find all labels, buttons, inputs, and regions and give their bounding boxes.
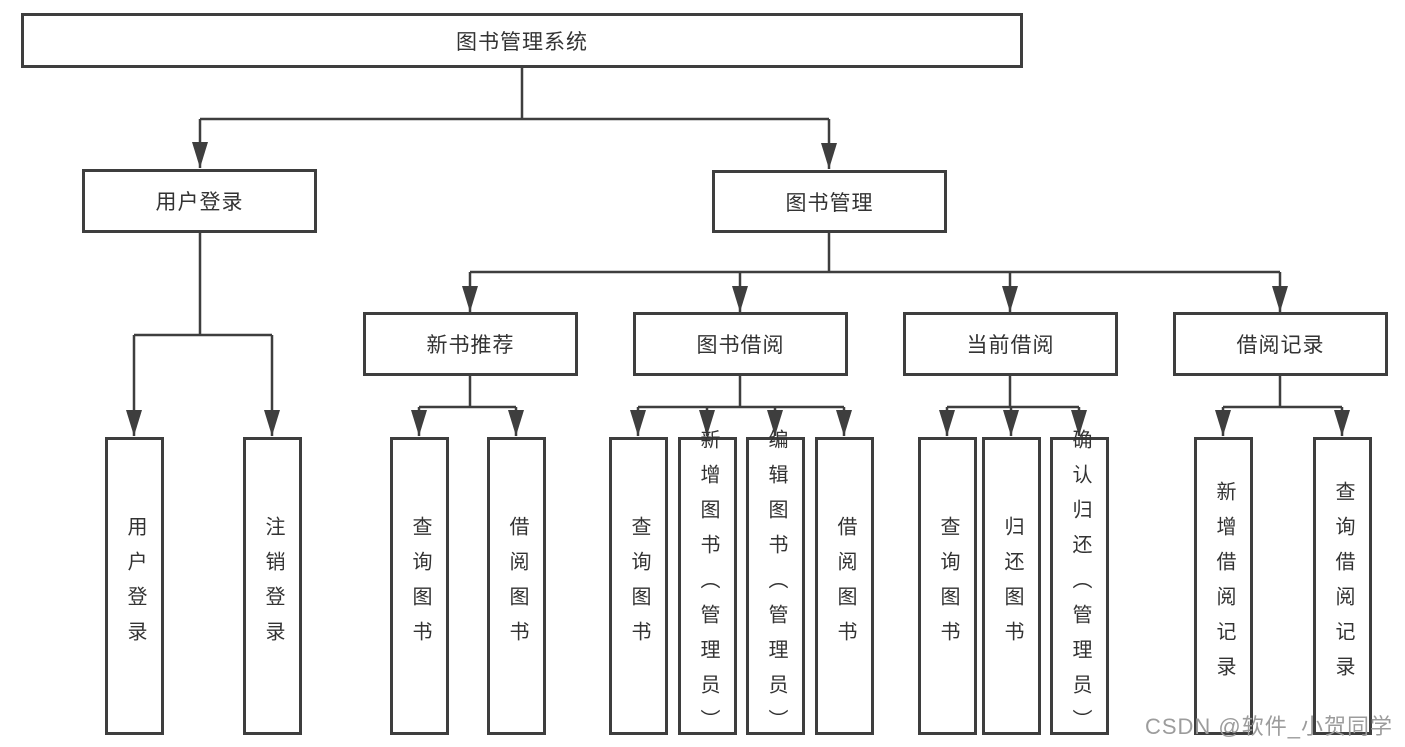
leaf-borrow-books-recommend: 借阅图书 [487,437,546,735]
node-book-borrow: 图书借阅 [633,312,848,376]
leaf-logout: 注销登录 [243,437,302,735]
csdn-watermark: CSDN @软件_小贺同学 [1144,714,1393,739]
leaf-add-borrow-record: 新增借阅记录 [1194,437,1253,735]
leaf-user-login: 用户登录 [105,437,164,735]
node-current-borrow: 当前借阅 [903,312,1118,376]
node-user-login: 用户登录 [82,169,317,233]
node-borrow-records: 借阅记录 [1173,312,1388,376]
node-book-management: 图书管理 [712,170,947,233]
leaf-query-books-current: 查询图书 [918,437,977,735]
leaf-edit-book-admin: 编辑图书（管理员） [746,429,805,744]
leaf-borrow-books-label: 借阅图书 [834,516,856,656]
leaf-return-book: 归还图书 [982,437,1041,735]
leaf-borrow-books: 借阅图书 [815,437,874,735]
leaf-query-borrow-record-label: 查询借阅记录 [1332,481,1354,691]
leaf-confirm-return-admin: 确认归还（管理员） [1050,429,1109,744]
leaf-confirm-return-admin-label: 确认归还（管理员） [1069,428,1091,744]
leaf-add-borrow-record-label: 新增借阅记录 [1213,481,1235,691]
leaf-query-books-borrow-label: 查询图书 [628,516,650,656]
leaf-query-borrow-record: 查询借阅记录 [1313,437,1372,735]
leaf-query-books-recommend: 查询图书 [390,437,449,735]
leaf-add-book-admin-label: 新增图书（管理员） [697,428,719,744]
leaf-return-book-label: 归还图书 [1001,516,1023,656]
node-library-management-system: 图书管理系统 [21,13,1023,68]
leaf-query-books-borrow: 查询图书 [609,437,668,735]
leaf-user-login-label: 用户登录 [124,516,146,656]
leaf-edit-book-admin-label: 编辑图书（管理员） [765,428,787,744]
leaf-add-book-admin: 新增图书（管理员） [678,429,737,744]
leaf-query-books-recommend-label: 查询图书 [409,516,431,656]
leaf-logout-label: 注销登录 [262,516,284,656]
node-new-book-recommend: 新书推荐 [363,312,578,376]
leaf-borrow-books-recommend-label: 借阅图书 [506,516,528,656]
leaf-query-books-current-label: 查询图书 [937,516,959,656]
